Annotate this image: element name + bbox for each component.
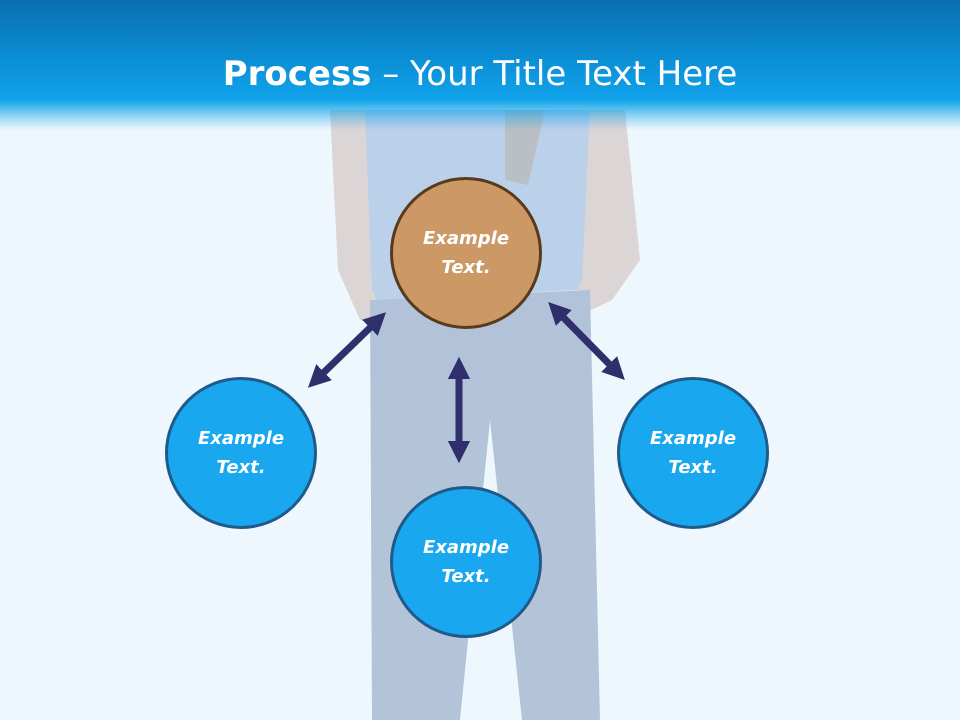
title-bold: Process <box>222 54 372 94</box>
arrow-center-right <box>548 302 625 380</box>
node-bottom-line1: Example <box>422 537 510 558</box>
node-left-line1: Example <box>197 428 285 449</box>
node-center-line1: Example <box>422 228 510 249</box>
arrow-center-left <box>307 312 387 388</box>
node-center-label: Example Text. <box>406 224 526 282</box>
node-right-line2: Text. <box>668 457 718 478</box>
title-rest: – Your Title Text Here <box>371 54 738 94</box>
node-bottom-line2: Text. <box>441 566 491 587</box>
node-right: Example Text. <box>617 377 769 529</box>
node-right-label: Example Text. <box>633 424 753 482</box>
node-left: Example Text. <box>165 377 317 529</box>
node-bottom-label: Example Text. <box>406 533 526 591</box>
node-left-line2: Text. <box>216 457 266 478</box>
node-right-line1: Example <box>649 428 737 449</box>
node-center: Example Text. <box>390 177 542 329</box>
node-bottom: Example Text. <box>390 486 542 638</box>
node-center-line2: Text. <box>441 257 491 278</box>
node-left-label: Example Text. <box>181 424 301 482</box>
slide-title: Process – Your Title Text Here <box>0 52 960 96</box>
title-bar <box>0 0 960 130</box>
